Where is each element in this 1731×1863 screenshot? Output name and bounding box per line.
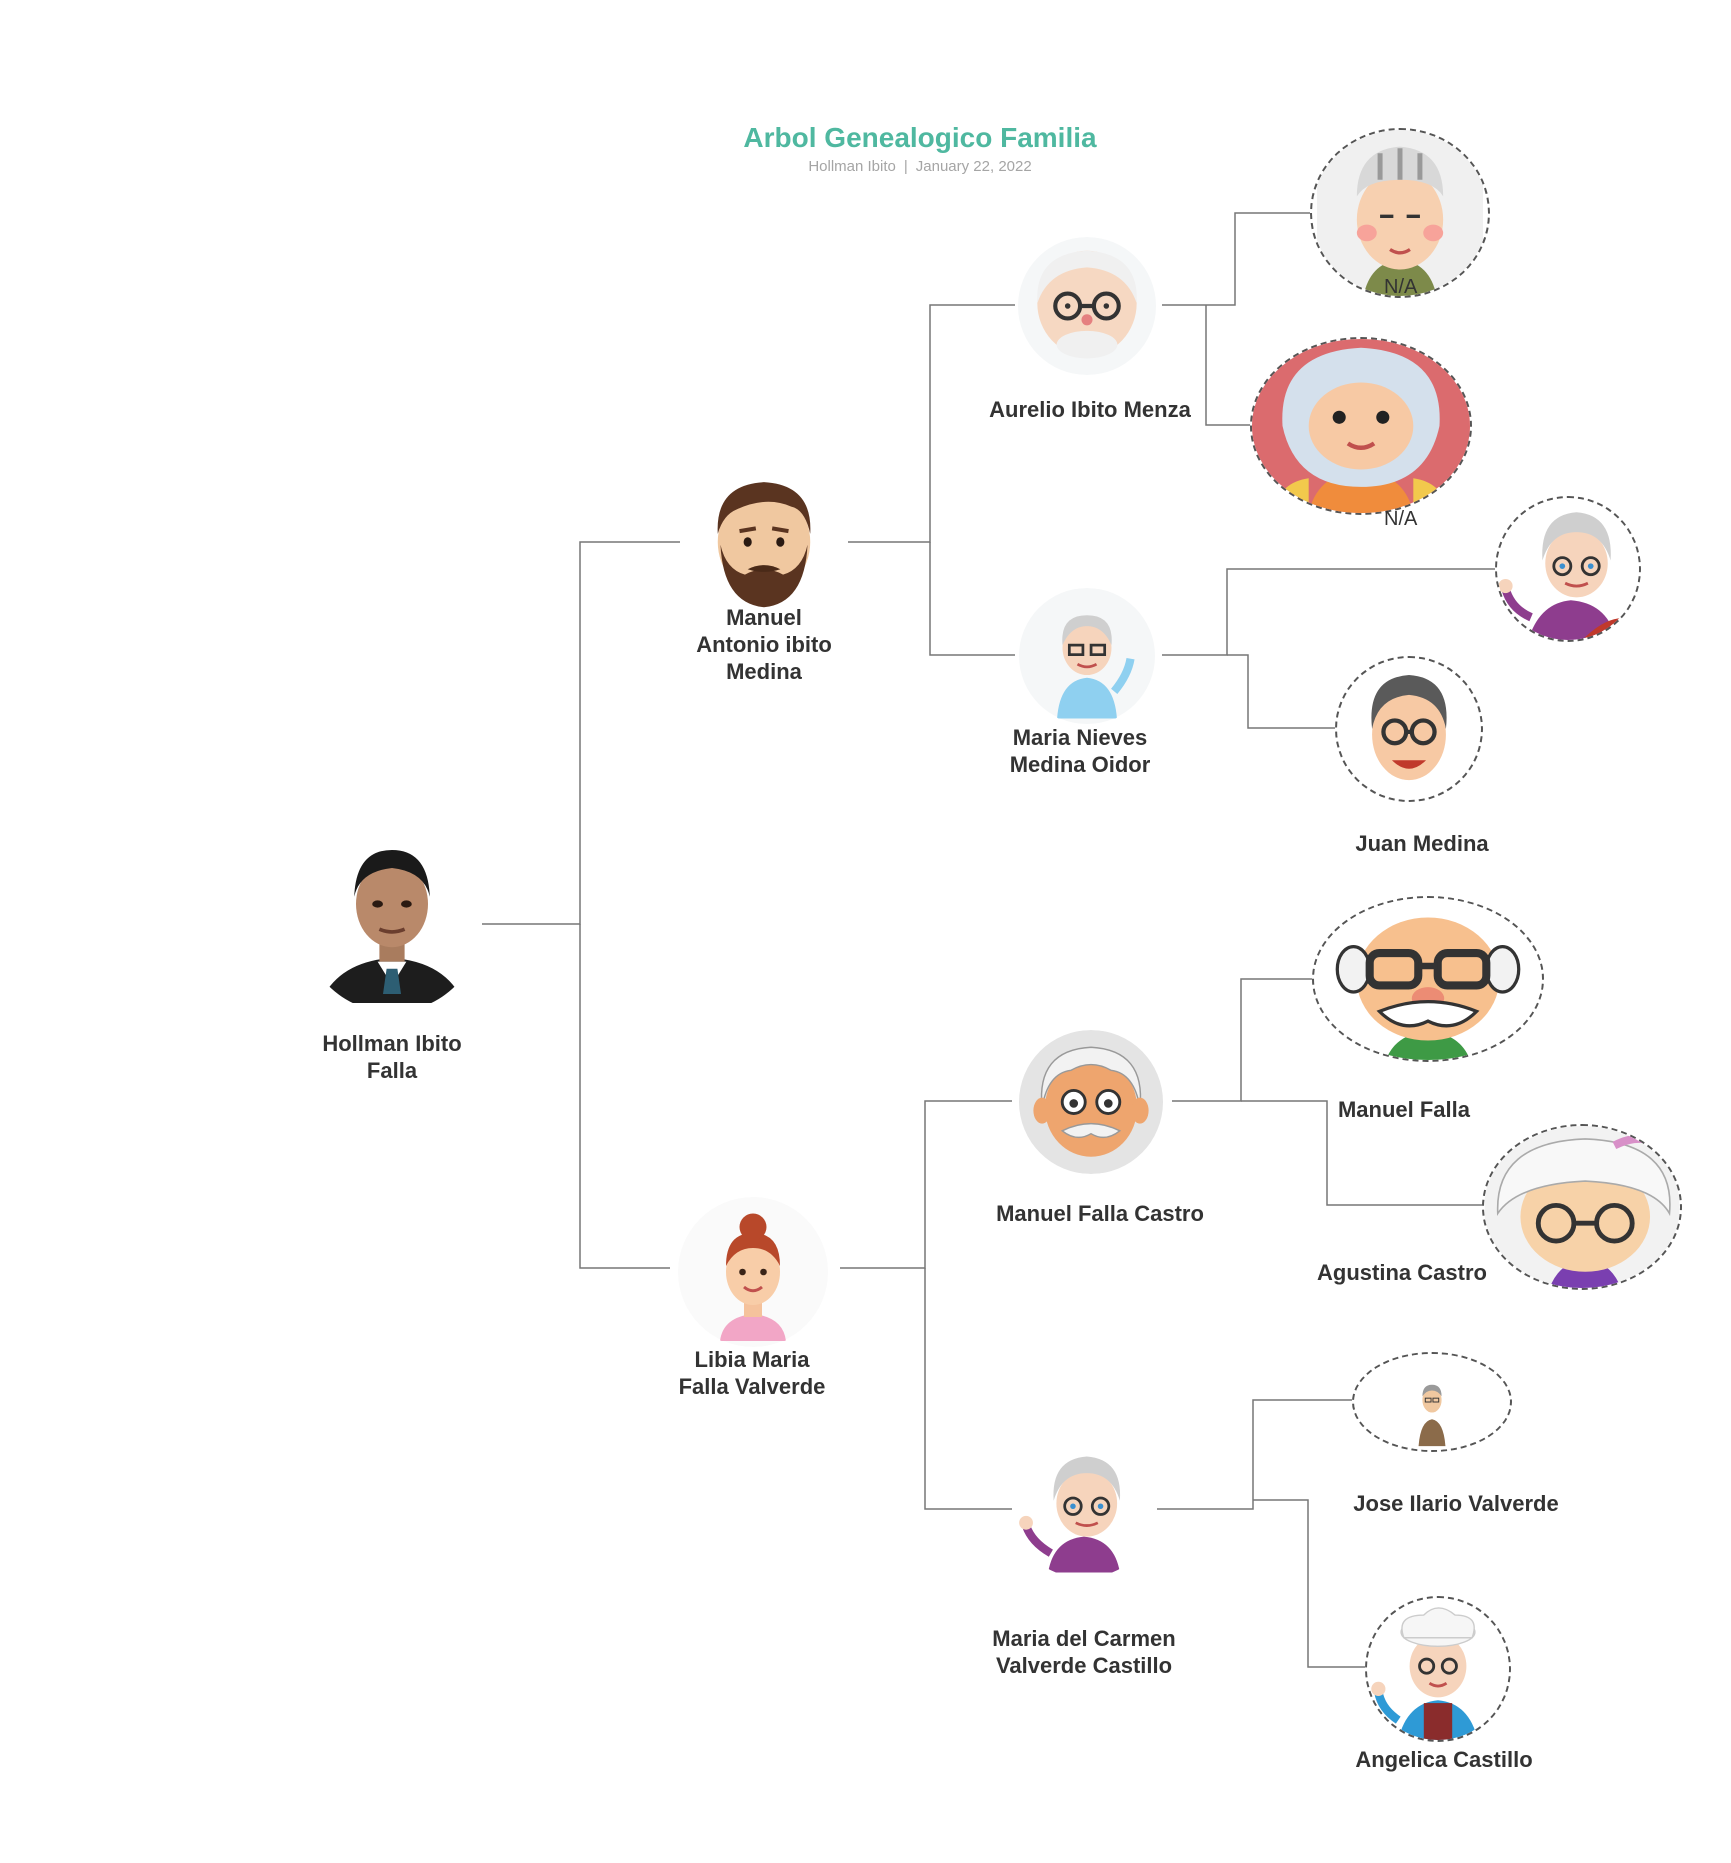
person-gg5-avatar[interactable] xyxy=(1312,896,1544,1062)
person-root-name: Hollman Ibito Falla xyxy=(322,1031,462,1083)
connector-nieves xyxy=(1162,568,1495,656)
connector-root xyxy=(482,541,680,925)
grandma-waving-icon xyxy=(1019,588,1155,724)
person-gg8-name: Angelica Castillo xyxy=(1355,1747,1533,1772)
person-maternal-grandfather-name: Manuel Falla Castro xyxy=(996,1201,1204,1226)
person-gg7-name: Jose Ilario Valverde xyxy=(1353,1491,1559,1516)
person-maternal-grandmother-avatar[interactable] xyxy=(1012,1440,1156,1578)
small-old-man-icon xyxy=(1355,1354,1509,1450)
person-gg2-label: N/A xyxy=(1384,508,1418,530)
person-gg3-avatar[interactable] xyxy=(1495,496,1641,642)
connector-aurelio-2 xyxy=(1205,305,1250,426)
old-man-cap-icon xyxy=(1317,130,1483,296)
old-man-glasses-icon xyxy=(1018,237,1156,375)
person-gg1-avatar[interactable] xyxy=(1310,128,1490,298)
person-gg6-name: Agustina Castro xyxy=(1317,1260,1487,1285)
person-gg7-avatar[interactable] xyxy=(1352,1352,1512,1452)
grandma-waving-icon xyxy=(1015,1440,1153,1578)
connector-mfc xyxy=(1172,978,1312,1102)
person-maternal-grandmother-name: Maria del Carmen Valverde Castillo xyxy=(992,1626,1176,1678)
person-gg6-avatar[interactable] xyxy=(1482,1124,1682,1290)
person-gg5-name: Manuel Falla xyxy=(1337,1097,1471,1122)
person-root-avatar[interactable] xyxy=(302,832,482,1012)
old-man-mustache-icon xyxy=(1019,1030,1163,1174)
person-gg4-avatar[interactable] xyxy=(1335,656,1483,802)
connector-mother-mother xyxy=(924,1268,1012,1510)
person-paternal-grandmother-avatar[interactable] xyxy=(1015,588,1159,724)
grandma-superhero-icon xyxy=(1497,498,1639,640)
person-gg1-label: N/A xyxy=(1384,276,1418,298)
grandma-chef-icon xyxy=(1367,1598,1509,1740)
person-paternal-grandfather-name: Aurelio Ibito Menza xyxy=(989,397,1191,422)
date-label: January 22, 2022 xyxy=(915,158,1032,175)
person-mother-name: Libia Maria Falla Valverde xyxy=(678,1347,826,1399)
connector-mdc xyxy=(1157,1399,1352,1510)
connector-mdc-2 xyxy=(1253,1499,1365,1668)
person-gg8-avatar[interactable] xyxy=(1365,1596,1511,1742)
grandma-red-background-icon xyxy=(1252,339,1470,513)
connector-father xyxy=(848,304,1015,543)
separator: | xyxy=(903,158,908,175)
man-photo-icon xyxy=(302,832,482,1012)
person-father-avatar[interactable] xyxy=(696,472,832,612)
person-father-name: Manuel Antonio ibito Medina xyxy=(696,605,832,684)
person-gg2-avatar[interactable] xyxy=(1250,337,1472,515)
person-paternal-grandmother-name: Maria Nieves Medina Oidor xyxy=(1009,725,1151,777)
page-title: Arbol Genealogico Familia xyxy=(743,122,1097,153)
page-subtitle: Hollman Ibito | January 22, 2022 xyxy=(0,158,1731,175)
connector-mfc-2 xyxy=(1241,1100,1482,1206)
connector-aurelio xyxy=(1162,212,1310,306)
grandma-round-glasses-icon xyxy=(1484,1126,1680,1288)
connector-father-mother xyxy=(929,542,1015,656)
connector-mother xyxy=(840,1100,1012,1269)
person-gg4-name: Juan Medina xyxy=(1355,831,1489,856)
man-glasses-icon xyxy=(1338,658,1480,800)
person-maternal-grandfather-avatar[interactable] xyxy=(1012,1030,1170,1174)
author-label: Hollman Ibito xyxy=(808,158,896,175)
bearded-man-icon xyxy=(717,482,811,608)
person-mother-avatar[interactable] xyxy=(672,1197,834,1347)
connector-nieves-2 xyxy=(1227,654,1335,729)
grandpa-big-glasses-icon xyxy=(1314,898,1542,1060)
woman-icon xyxy=(678,1197,828,1347)
connector-root-mother xyxy=(579,924,670,1269)
person-paternal-grandfather-avatar[interactable] xyxy=(1015,237,1159,375)
